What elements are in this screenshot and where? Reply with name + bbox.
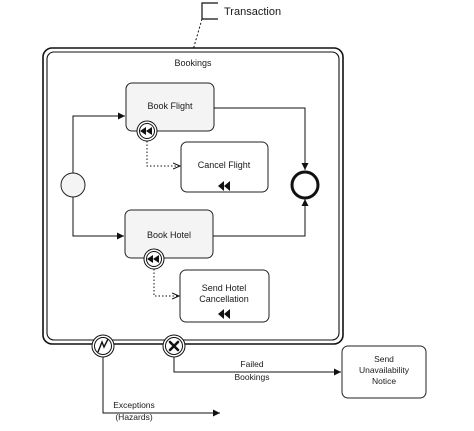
task-book-flight-label: Book Flight bbox=[147, 101, 193, 111]
flow-exceptions-label-line2: (Hazards) bbox=[115, 412, 152, 422]
start-event[interactable] bbox=[60, 172, 86, 198]
end-event[interactable] bbox=[290, 170, 320, 200]
compensation-boundary-event-flight[interactable] bbox=[136, 120, 158, 142]
cancel-boundary-event[interactable] bbox=[162, 334, 186, 358]
task-send-hotel-cancellation-line2: Cancellation bbox=[199, 294, 249, 304]
bookings-transaction-subprocess[interactable]: Bookings bbox=[42, 47, 344, 345]
task-cancel-flight-label: Cancel Flight bbox=[198, 160, 251, 170]
error-lightning-icon bbox=[97, 338, 109, 353]
error-boundary-event[interactable] bbox=[91, 334, 115, 358]
flow-exceptions-label-line1: Exceptions bbox=[113, 400, 155, 410]
flow-failed-bookings-label-line1: Failed bbox=[240, 359, 263, 369]
transaction-annotation: Transaction bbox=[192, 2, 281, 51]
subprocess-label: Bookings bbox=[174, 58, 212, 68]
flow-start-to-book-flight bbox=[72, 112, 125, 173]
flow-failed-bookings-label-line2: Bookings bbox=[235, 372, 270, 382]
task-send-unavailability-line2: Unavailability bbox=[359, 365, 410, 375]
flow-exceptions bbox=[102, 357, 220, 417]
compensation-boundary-event-hotel[interactable] bbox=[143, 248, 165, 270]
flow-book-hotel-to-end bbox=[213, 199, 309, 237]
task-book-hotel[interactable]: Book Hotel bbox=[124, 209, 214, 259]
flow-book-flight-to-end bbox=[214, 107, 309, 170]
compensation-icon bbox=[140, 127, 152, 135]
task-send-unavailability-line1: Send bbox=[374, 354, 394, 364]
task-send-unavailability-line3: Notice bbox=[372, 376, 396, 386]
compensation-icon bbox=[218, 181, 230, 191]
cancel-x-icon bbox=[168, 340, 180, 352]
task-send-unavailability-notice[interactable]: Send Unavailability Notice bbox=[341, 345, 427, 399]
flow-failed-bookings bbox=[173, 357, 341, 376]
transaction-annotation-text: Transaction bbox=[224, 6, 281, 18]
task-send-hotel-cancellation[interactable]: Send Hotel Cancellation bbox=[179, 269, 270, 323]
task-book-hotel-label: Book Hotel bbox=[147, 230, 191, 240]
association-flight-compensation bbox=[146, 141, 180, 166]
task-send-hotel-cancellation-line1: Send Hotel bbox=[202, 283, 247, 293]
annotation-association bbox=[192, 18, 203, 51]
compensation-icon bbox=[147, 255, 159, 263]
compensation-icon bbox=[218, 309, 230, 319]
flow-start-to-book-hotel bbox=[72, 197, 124, 240]
task-book-flight[interactable]: Book Flight bbox=[125, 82, 215, 132]
task-cancel-flight[interactable]: Cancel Flight bbox=[180, 141, 269, 193]
